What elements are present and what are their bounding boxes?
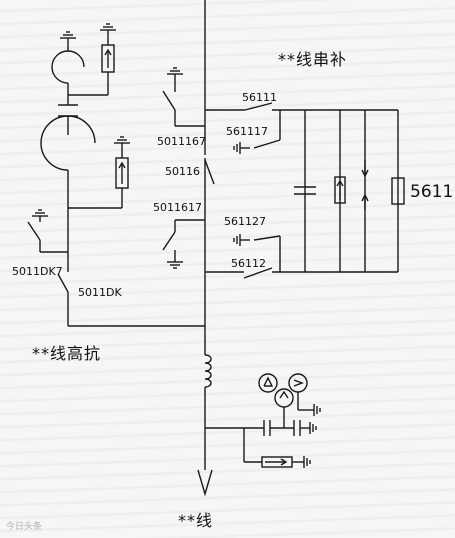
line-trap-coil (204, 354, 212, 470)
line-arrester (243, 428, 311, 468)
bus-earth-switch-5011617 (162, 219, 205, 269)
label-5611: 5611 (410, 182, 454, 202)
line-title: **线 (178, 511, 214, 530)
main-reactor (40, 115, 96, 171)
disconnector-5011DK (57, 273, 69, 293)
bypass-breaker-5611 (391, 177, 405, 205)
voltage-transformer (258, 373, 321, 428)
disconnector-56112 (243, 267, 273, 279)
neutral-reactor (51, 50, 85, 84)
shunt-reactor-branch (27, 23, 205, 327)
series-capacitor (294, 186, 316, 195)
label-56111: 56111 (242, 91, 277, 104)
series-compensation-title: **线串补 (278, 50, 348, 69)
disconnector-56111 (244, 102, 273, 111)
watermark: 今日头条 (6, 522, 43, 532)
label-561117: 561117 (226, 125, 268, 138)
coupling-capacitor (205, 420, 317, 436)
label-5011DK7: 5011DK7 (12, 265, 63, 278)
label-56112: 56112 (231, 257, 266, 270)
bus-earth-switch-5011167 (162, 67, 205, 127)
bus-disconnector-50116 (203, 155, 215, 185)
surge-arrester-varistor (334, 176, 346, 204)
spark-gap-arrows (361, 160, 369, 210)
earth-switch-561117 (253, 139, 281, 149)
label-5011DK: 5011DK (78, 286, 122, 299)
label-5011167: 5011167 (157, 135, 206, 148)
series-compensation-branch (205, 102, 405, 279)
label-5011617: 5011617 (153, 201, 202, 214)
label-50116: 50116 (165, 165, 200, 178)
earth-switch-561127 (253, 235, 281, 241)
line-exit-arrow (197, 469, 213, 497)
reactor-title: **线高抗 (32, 344, 102, 363)
label-561127: 561127 (224, 215, 266, 228)
